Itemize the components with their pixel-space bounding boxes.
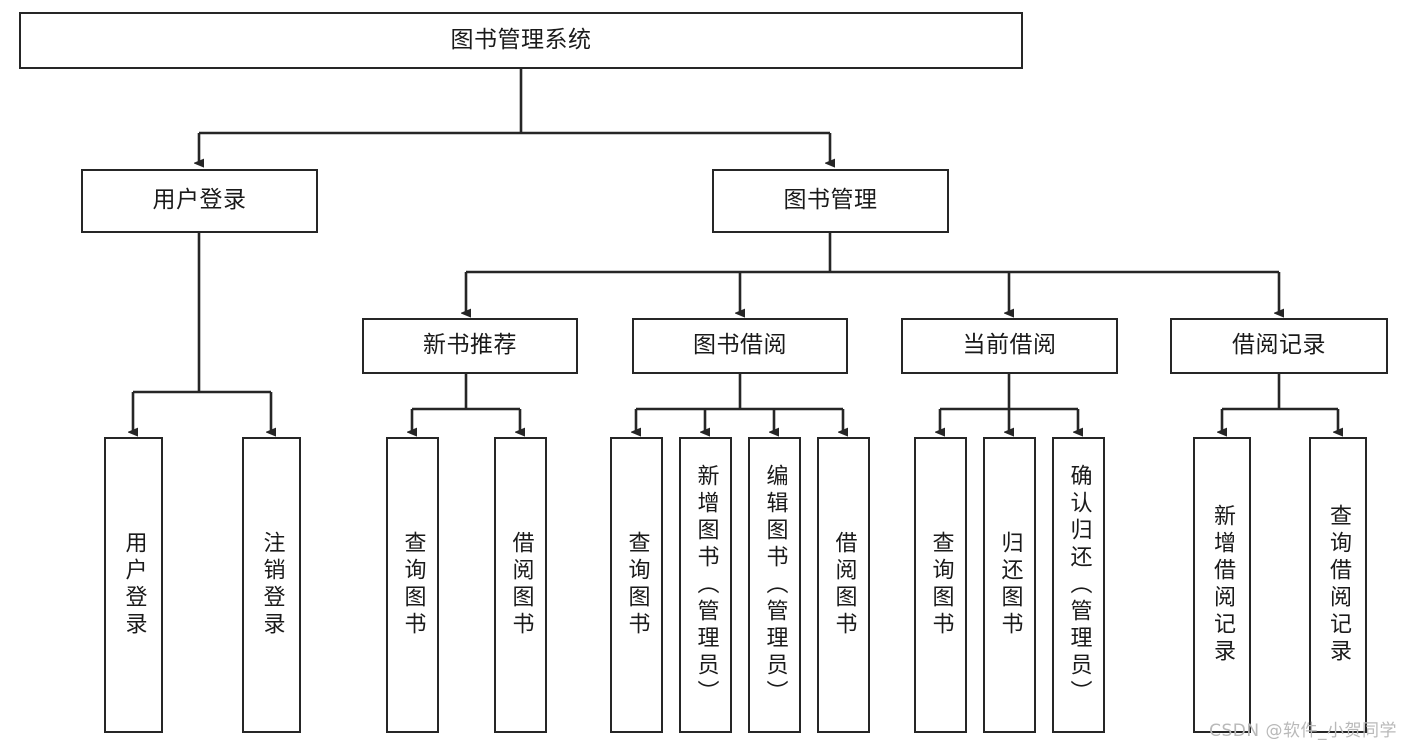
node-leaf-confirm-return[interactable]: 确认归还（管理员） bbox=[1052, 437, 1105, 733]
node-leaf-add-book[interactable]: 新增图书（管理员） bbox=[679, 437, 732, 733]
node-leaf-return-book[interactable]: 归还图书 bbox=[983, 437, 1036, 733]
node-user-login[interactable]: 用户登录 bbox=[81, 169, 318, 233]
node-current-borrow[interactable]: 当前借阅 bbox=[901, 318, 1118, 374]
node-leaf-add-book-label: 新增图书（管理员） bbox=[693, 463, 719, 707]
node-book-manage[interactable]: 图书管理 bbox=[712, 169, 949, 233]
node-book-manage-label: 图书管理 bbox=[783, 187, 878, 214]
node-leaf-borrow-book-2[interactable]: 借阅图书 bbox=[817, 437, 870, 733]
node-leaf-query-record-label: 查询借阅记录 bbox=[1326, 504, 1351, 666]
node-borrow-record[interactable]: 借阅记录 bbox=[1170, 318, 1388, 374]
node-borrow-record-label: 借阅记录 bbox=[1232, 332, 1326, 359]
node-leaf-user-logout[interactable]: 注销登录 bbox=[242, 437, 301, 733]
node-new-book-rec[interactable]: 新书推荐 bbox=[362, 318, 578, 374]
node-new-book-rec-label: 新书推荐 bbox=[423, 332, 517, 359]
node-leaf-user-logout-label: 注销登录 bbox=[259, 531, 285, 639]
node-leaf-confirm-return-label: 确认归还（管理员） bbox=[1066, 463, 1092, 707]
node-leaf-query-book-3-label: 查询图书 bbox=[928, 531, 954, 639]
node-book-borrow[interactable]: 图书借阅 bbox=[632, 318, 848, 374]
node-leaf-user-login-label: 用户登录 bbox=[121, 531, 147, 639]
node-root-label: 图书管理系统 bbox=[450, 26, 592, 53]
node-leaf-borrow-book-1[interactable]: 借阅图书 bbox=[494, 437, 547, 733]
node-leaf-add-record-label: 新增借阅记录 bbox=[1210, 504, 1235, 666]
node-leaf-add-record[interactable]: 新增借阅记录 bbox=[1193, 437, 1251, 733]
node-leaf-query-book-2-label: 查询图书 bbox=[624, 531, 650, 639]
node-book-borrow-label: 图书借阅 bbox=[693, 332, 787, 359]
node-leaf-query-book-1-label: 查询图书 bbox=[400, 531, 426, 639]
node-leaf-query-book-1[interactable]: 查询图书 bbox=[386, 437, 439, 733]
node-leaf-return-book-label: 归还图书 bbox=[997, 531, 1023, 639]
node-leaf-edit-book[interactable]: 编辑图书（管理员） bbox=[748, 437, 801, 733]
node-leaf-user-login[interactable]: 用户登录 bbox=[104, 437, 163, 733]
node-leaf-query-record[interactable]: 查询借阅记录 bbox=[1309, 437, 1367, 733]
node-leaf-query-book-3[interactable]: 查询图书 bbox=[914, 437, 967, 733]
node-leaf-borrow-book-1-label: 借阅图书 bbox=[508, 531, 534, 639]
node-user-login-label: 用户登录 bbox=[152, 187, 247, 214]
node-leaf-query-book-2[interactable]: 查询图书 bbox=[610, 437, 663, 733]
node-root[interactable]: 图书管理系统 bbox=[19, 12, 1023, 69]
node-leaf-edit-book-label: 编辑图书（管理员） bbox=[762, 463, 788, 707]
node-current-borrow-label: 当前借阅 bbox=[962, 332, 1057, 359]
node-leaf-borrow-book-2-label: 借阅图书 bbox=[831, 531, 857, 639]
